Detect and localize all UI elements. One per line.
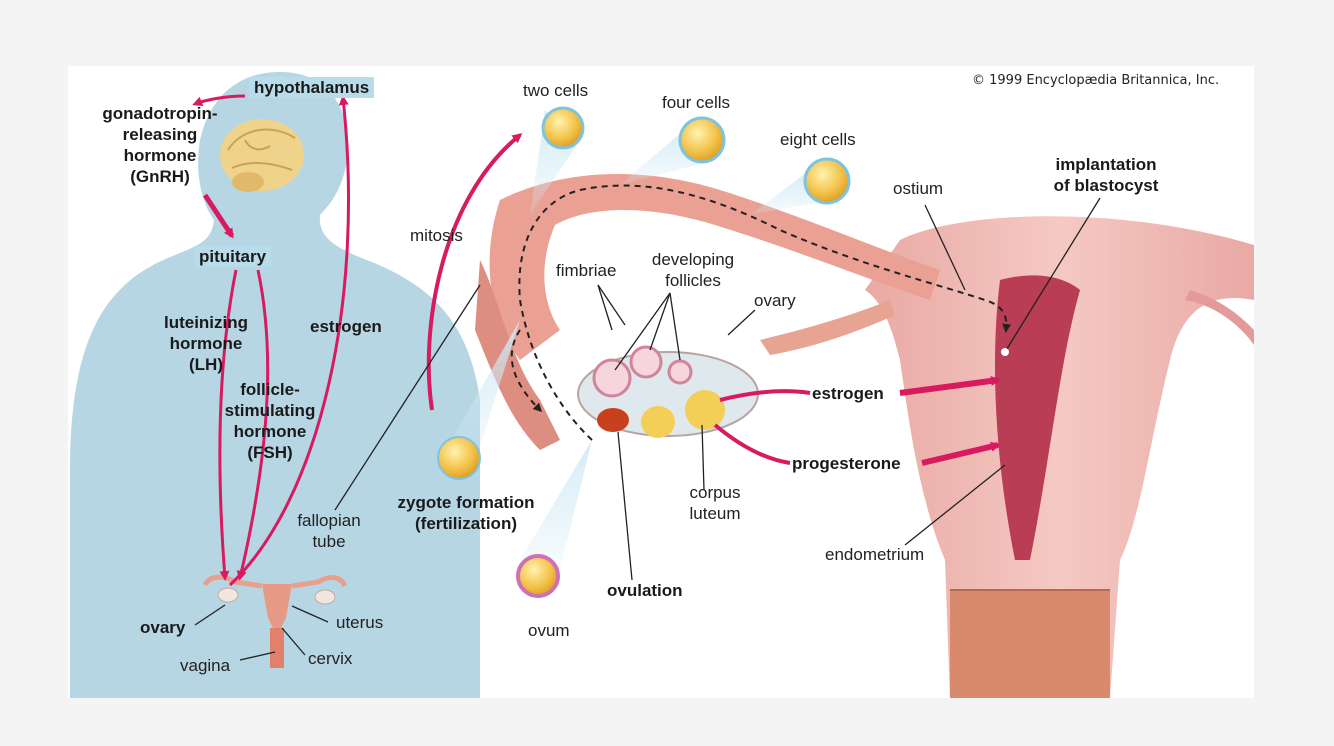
label-estrogen-right: estrogen <box>812 384 884 403</box>
label-endometrium: endometrium <box>825 545 925 564</box>
label-gnrh: gonadotropin- releasing hormone (GnRH) <box>102 104 218 186</box>
uterus-illustration <box>865 216 1254 698</box>
label-hypothalamus: hypothalamus <box>249 77 375 98</box>
label-fsh: follicle- stimulating hormone (FSH) <box>224 380 316 462</box>
blastocyst-marker <box>1001 348 1009 356</box>
label-progesterone: progesterone <box>792 454 901 473</box>
label-implantation: implantation of blastocyst <box>1053 155 1159 195</box>
label-zygote-formation: zygote formation (fertilization) <box>397 493 535 533</box>
label-fallopian-tube: fallopian tube <box>297 511 361 551</box>
label-cervix: cervix <box>308 649 353 668</box>
label-ostium: ostium <box>893 179 944 198</box>
label-ovary-right: ovary <box>754 291 796 310</box>
hormone-arrows-right <box>426 133 1001 466</box>
label-pituitary: pituitary <box>194 246 272 267</box>
label-eight-cells: eight cells <box>780 130 856 149</box>
label-ovum: ovum <box>528 621 570 640</box>
label-four-cells: four cells <box>662 93 731 112</box>
leader-lines <box>194 197 1101 661</box>
label-ovulation: ovulation <box>607 581 683 600</box>
label-developing-follicles: developing follicles <box>651 250 735 290</box>
label-uterus: uterus <box>336 613 384 632</box>
label-fimbriae: fimbriae <box>556 261 617 280</box>
label-corpus-luteum: corpus luteum <box>689 483 741 523</box>
body-silhouette <box>70 72 480 698</box>
cell-magnifications <box>437 106 851 598</box>
copyright-notice: © 1999 Encyclopædia Britannica, Inc. <box>972 73 1220 88</box>
label-lh: luteinizing hormone (LH) <box>163 313 249 374</box>
brain-illustration <box>220 119 304 192</box>
label-mitosis: mitosis <box>410 226 463 245</box>
label-two-cells: two cells <box>523 81 589 100</box>
label-estrogen-left: estrogen <box>310 317 382 336</box>
hormone-arrows-left <box>192 94 351 587</box>
label-ovary-left: ovary <box>140 618 186 637</box>
label-vagina: vagina <box>180 656 231 675</box>
